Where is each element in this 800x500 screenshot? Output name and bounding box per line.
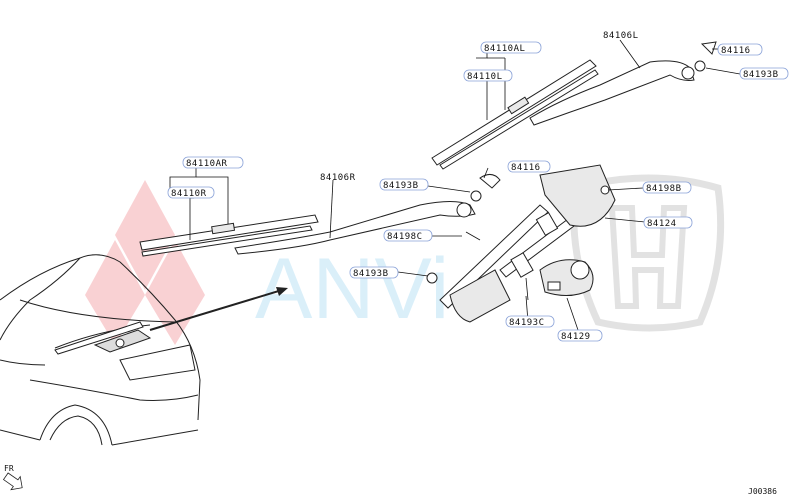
label-84110AL: 84110AL xyxy=(484,44,525,54)
label-84198C: 84198C xyxy=(387,232,423,242)
part-labels: 84110AR 84110R 84106R 84193B 84198C 8419… xyxy=(167,31,789,342)
watermark-diamond-logo xyxy=(85,180,205,345)
front-marker-label: FR xyxy=(4,464,14,473)
wiper-linkage-assembly xyxy=(439,164,616,323)
label-84193C: 84193C xyxy=(509,318,545,328)
label-84110L: 84110L xyxy=(467,72,503,82)
label-84193B-a: 84193B xyxy=(383,181,419,191)
label-84106L: 84106L xyxy=(603,31,639,41)
label-84193B-c: 84193B xyxy=(743,70,779,80)
car-wiper-detail xyxy=(54,321,152,355)
fasteners xyxy=(426,41,717,301)
label-84106R: 84106R xyxy=(320,173,356,183)
label-84116-b: 84116 xyxy=(721,46,751,56)
wiper-blade-left xyxy=(431,59,599,170)
label-84116-a: 84116 xyxy=(511,163,541,173)
label-84198B: 84198B xyxy=(646,184,682,194)
pointer-arrowhead xyxy=(276,287,288,296)
pointer-arrow xyxy=(149,289,283,331)
label-84193B-b: 84193B xyxy=(353,269,389,279)
leader-lines xyxy=(169,39,741,331)
wiper-motor xyxy=(539,259,594,296)
watermark-text: ANVi xyxy=(255,241,449,337)
wiper-blade-right xyxy=(139,214,319,257)
label-84110R: 84110R xyxy=(171,189,207,199)
label-84110AR: 84110AR xyxy=(186,159,228,169)
wiper-arm-right xyxy=(234,201,476,255)
front-direction-marker: FR xyxy=(2,464,23,491)
diagram-code: J00386 xyxy=(748,487,777,496)
label-84124: 84124 xyxy=(647,219,677,229)
label-84129: 84129 xyxy=(561,332,591,342)
wiper-arm-left xyxy=(529,60,695,126)
car-outline xyxy=(0,254,201,446)
